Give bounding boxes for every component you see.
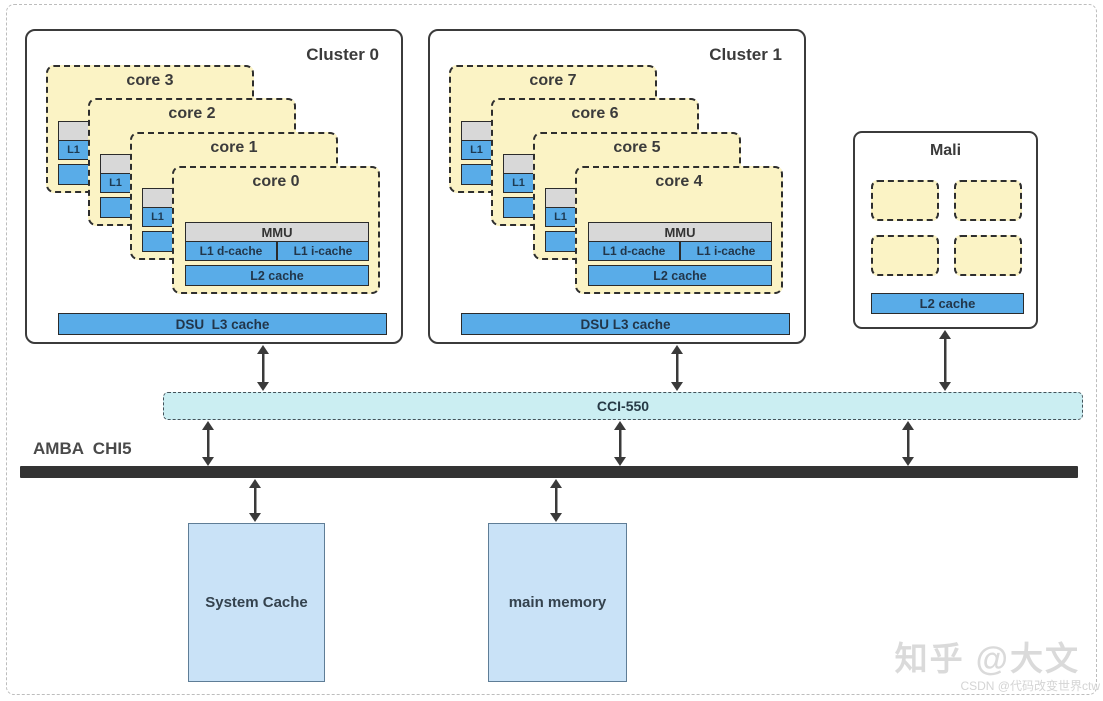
core-title: core 4 — [655, 173, 703, 190]
mmu-mini-box — [58, 121, 89, 141]
amba-chi5-bus — [20, 466, 1078, 478]
l1-cache-row: L1 d-cache L1 i-cache — [185, 240, 369, 261]
dsu-l3-cache-bar: DSU L3 cache — [58, 313, 387, 335]
arrow-cci-bus-right — [902, 421, 914, 466]
mmu-mini-box — [503, 154, 534, 174]
l2-mini-box — [461, 164, 492, 185]
arrow-cci-bus-middle — [614, 421, 626, 466]
l2-cache-bar: L2 cache — [588, 265, 772, 286]
l2-mini-box — [142, 231, 173, 252]
l2-mini-box — [100, 197, 131, 218]
core-title: core 1 — [210, 139, 258, 156]
core-card-core0: core 0 MMU L1 d-cache L1 i-cache L2 cach… — [172, 166, 380, 294]
l2-mini-box — [58, 164, 89, 185]
l2-mini-box — [545, 231, 576, 252]
l1-mini-box: L1 — [142, 207, 173, 227]
arrow-bus-main-memory — [550, 479, 562, 522]
core-title: core 3 — [126, 72, 174, 89]
arrow-cluster1-cci — [671, 345, 683, 391]
core-title: core 0 — [252, 173, 300, 190]
cluster-1-box: Cluster 1 core 7 L1 core 6 L1 core 5 L1 … — [428, 29, 806, 344]
arrow-cluster0-cci — [257, 345, 269, 391]
system-cache-box: System Cache — [188, 523, 325, 682]
l1-cache-row: L1 d-cache L1 i-cache — [588, 240, 772, 261]
l1-mini-box: L1 — [100, 173, 131, 193]
watermark-csdn: CSDN @代码改变世界ctw — [960, 679, 1100, 693]
core-title: core 2 — [168, 105, 216, 122]
core-title: core 5 — [613, 139, 661, 156]
mmu-mini-box — [142, 188, 173, 208]
cci-550-interconnect: CCI-550 — [163, 392, 1083, 420]
mali-title: Mali — [929, 142, 962, 159]
mmu-mini-box — [100, 154, 131, 174]
mali-gpu-box: Mali L2 cache — [853, 131, 1038, 329]
mali-shader-core — [871, 235, 939, 276]
arrow-mali-cci — [939, 330, 951, 391]
l1-dcache-cell: L1 d-cache — [199, 243, 263, 258]
cluster-0-title: Cluster 0 — [306, 45, 379, 64]
l1-icache-cell: L1 i-cache — [276, 241, 368, 260]
mali-shader-core — [954, 235, 1022, 276]
cluster-0-box: Cluster 0 core 3 L1 core 2 L1 core 1 L1 … — [25, 29, 403, 344]
watermark-zhihu: 知乎 @大文 — [894, 640, 1080, 677]
l1-icache-cell: L1 i-cache — [679, 241, 771, 260]
l1-mini-box: L1 — [461, 140, 492, 160]
l1-mini-box: L1 — [58, 140, 89, 160]
mali-shader-core — [954, 180, 1022, 221]
mmu-mini-box — [545, 188, 576, 208]
core-title: core 6 — [571, 105, 619, 122]
mali-l2-cache-bar: L2 cache — [871, 293, 1024, 314]
l1-dcache-cell: L1 d-cache — [602, 243, 666, 258]
arrow-cci-bus-left — [202, 421, 214, 466]
mmu-bar: MMU — [185, 222, 369, 242]
l1-mini-box: L1 — [503, 173, 534, 193]
core-card-core4: core 4 MMU L1 d-cache L1 i-cache L2 cach… — [575, 166, 783, 294]
l2-mini-box — [503, 197, 534, 218]
dsu-l3-cache-bar: DSU L3 cache — [461, 313, 790, 335]
l1-mini-box: L1 — [545, 207, 576, 227]
mmu-mini-box — [461, 121, 492, 141]
cluster-1-title: Cluster 1 — [709, 45, 782, 64]
core-title: core 7 — [529, 72, 577, 89]
mmu-bar: MMU — [588, 222, 772, 242]
mali-shader-core — [871, 180, 939, 221]
amba-chi5-label: AMBA CHI5 — [33, 439, 132, 458]
main-memory-box: main memory — [488, 523, 627, 682]
arrow-bus-system-cache — [249, 479, 261, 522]
l2-cache-bar: L2 cache — [185, 265, 369, 286]
